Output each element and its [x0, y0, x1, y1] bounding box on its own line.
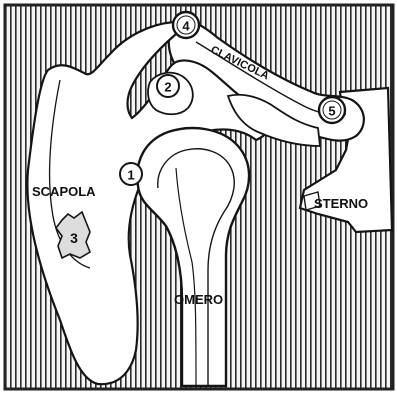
marker-4: 4: [173, 12, 199, 38]
label-omero: OMERO: [174, 292, 223, 307]
marker-1: 1: [120, 163, 142, 185]
marker-1-number: 1: [127, 168, 134, 183]
marker-2: 2: [157, 75, 179, 97]
label-scapola: SCAPOLA: [32, 184, 96, 199]
marker-2-number: 2: [164, 80, 171, 95]
marker-3: 3: [70, 230, 78, 246]
marker-5-number: 5: [328, 104, 335, 119]
marker-4-number: 4: [182, 19, 190, 34]
label-sterno: STERNO: [314, 196, 368, 211]
marker-3-number: 3: [70, 230, 78, 246]
marker-5: 5: [319, 97, 345, 123]
